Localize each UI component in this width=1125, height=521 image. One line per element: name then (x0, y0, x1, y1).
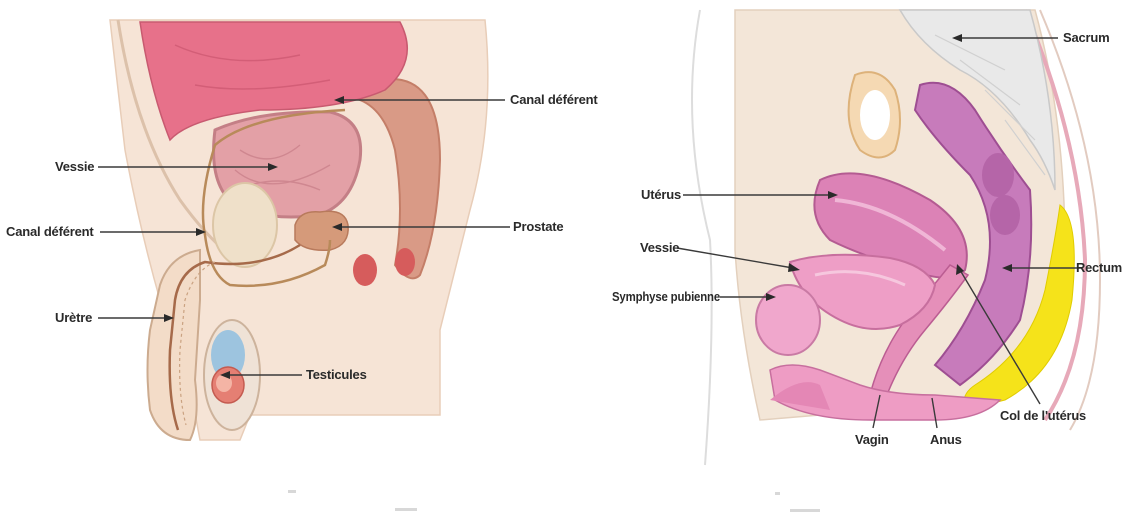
label-canal-deferent-left: Canal déférent (6, 224, 94, 239)
label-prostate: Prostate (513, 219, 563, 234)
label-uretre: Urètre (55, 310, 92, 325)
male-anatomy-panel: Canal déférent Vessie Prostate Canal déf… (6, 20, 598, 440)
label-vessie-male: Vessie (55, 159, 94, 174)
label-rectum: Rectum (1076, 260, 1122, 275)
female-pubic-symphysis (756, 285, 820, 355)
label-col-uterus: Col de l'utérus (1000, 408, 1086, 423)
male-prostate (295, 211, 348, 250)
female-anatomy-panel: Sacrum Utérus Vessie Rectum Symphyse pub… (612, 10, 1122, 465)
label-uterus: Utérus (641, 187, 681, 202)
label-anus: Anus (930, 432, 962, 447)
label-vessie-female: Vessie (640, 240, 679, 255)
label-canal-deferent-top: Canal déférent (510, 92, 598, 107)
male-pubic-bone (213, 183, 277, 267)
label-symphyse-pubienne: Symphyse pubienne (612, 289, 720, 304)
label-sacrum: Sacrum (1063, 30, 1110, 45)
label-vagin: Vagin (855, 432, 889, 447)
scan-artifacts (288, 490, 820, 512)
female-body-outline (692, 10, 712, 465)
label-testicules: Testicules (306, 367, 367, 382)
